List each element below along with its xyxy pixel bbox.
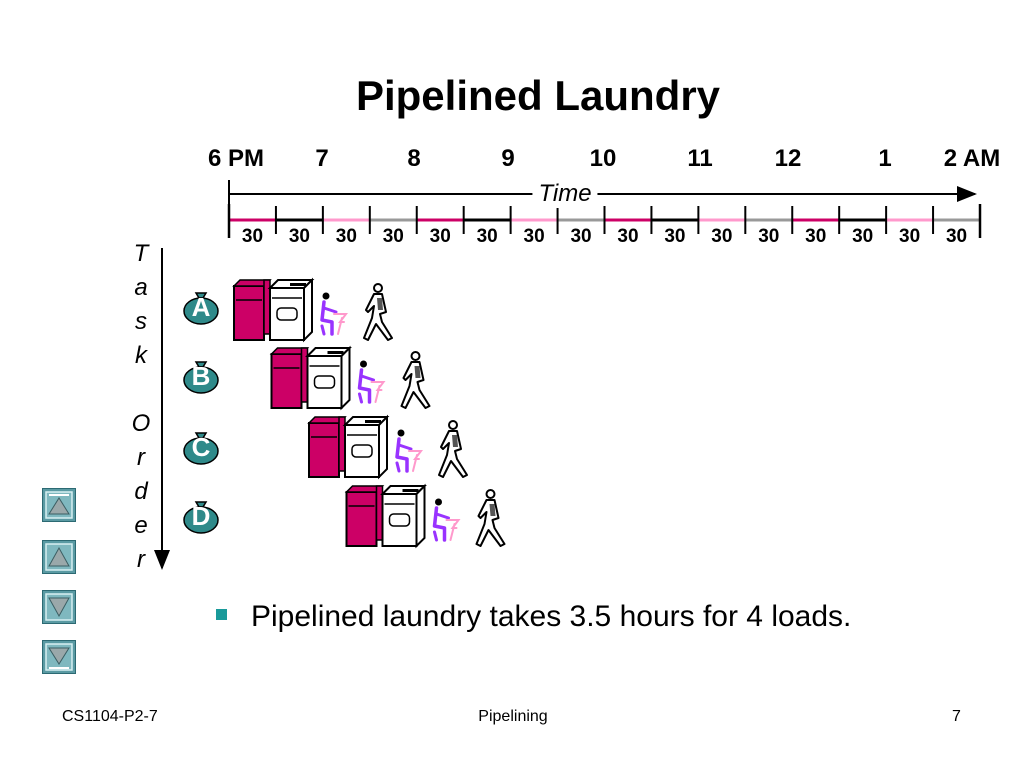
task-axis-letter: e	[134, 512, 148, 539]
task-axis-letter: T	[133, 240, 149, 267]
task-axis-letter: k	[135, 342, 147, 369]
segment-label: 30	[288, 226, 310, 247]
task-badge-b: B	[182, 357, 220, 400]
washer-icon	[344, 485, 385, 547]
task-badge-d: D	[182, 497, 220, 540]
hour-label: 12	[774, 145, 802, 172]
last-slide-icon	[45, 643, 73, 671]
task-axis-letter: d	[134, 478, 148, 505]
task-axis-letter: a	[134, 274, 148, 301]
time-axis-label: Time	[532, 180, 598, 208]
hour-label: 10	[589, 145, 617, 172]
task-axis-letter: s	[135, 308, 147, 335]
task-row-d	[344, 483, 506, 549]
footer-page-number: 7	[952, 708, 961, 725]
segment-label: 30	[382, 226, 404, 247]
slide-title: Pipelined Laundry	[355, 72, 721, 119]
task-label: D	[191, 501, 211, 531]
first-slide-button[interactable]	[42, 488, 76, 522]
segment-label: 30	[664, 226, 686, 247]
time-segments	[227, 204, 982, 238]
hour-label: 7	[315, 145, 329, 172]
task-badge-c: C	[182, 428, 220, 471]
segment-label: 30	[617, 226, 639, 247]
money-bag-icon	[183, 432, 219, 465]
hour-label: 6 PM	[207, 145, 265, 172]
walking-person-icon	[475, 489, 506, 547]
segment-label: 30	[805, 226, 827, 247]
task-axis-letter: O	[131, 410, 151, 437]
washer-icon	[232, 279, 272, 341]
segment-label: 30	[241, 226, 264, 247]
bullet-marker	[216, 609, 227, 620]
last-slide-button[interactable]	[42, 640, 76, 674]
footer-topic: Pipelining	[478, 708, 548, 725]
next-slide-button[interactable]	[42, 590, 76, 624]
dryer-icon	[342, 414, 390, 480]
bullet-text: Pipelined laundry takes 3.5 hours for 4 …	[251, 600, 852, 633]
money-bag-icon	[183, 292, 219, 325]
hour-label: 9	[501, 145, 515, 172]
walking-person-icon	[438, 420, 468, 478]
task-badge-a: A	[182, 288, 220, 331]
hour-label: 1	[878, 145, 892, 172]
task-label: C	[191, 432, 211, 462]
folding-person-icon	[395, 429, 423, 473]
segment-label: 30	[476, 226, 498, 247]
task-row-a	[232, 277, 393, 343]
segment-label: 30	[711, 226, 733, 247]
hour-label: 11	[687, 145, 713, 172]
dryer-icon	[267, 277, 315, 343]
washer-icon	[307, 416, 347, 478]
segment-label: 30	[570, 226, 592, 247]
dryer-icon	[380, 483, 427, 549]
first-slide-icon	[45, 491, 73, 519]
washer-icon	[269, 347, 310, 409]
segment-label: 30	[335, 226, 357, 247]
task-label: B	[191, 361, 211, 391]
walking-person-icon	[363, 283, 393, 341]
segment-label: 30	[429, 226, 451, 247]
task-row-c	[307, 414, 468, 480]
segment-label: 30	[899, 226, 921, 247]
hour-label: 2 AM	[943, 145, 1001, 172]
dryer-icon	[305, 345, 352, 411]
task-rows	[232, 277, 506, 549]
hour-label: 8	[407, 145, 421, 172]
task-label: A	[191, 292, 211, 322]
money-bag-icon	[183, 361, 219, 394]
segment-label: 30	[945, 226, 968, 247]
previous-slide-icon	[45, 543, 73, 571]
folding-person-icon	[320, 292, 348, 336]
task-row-b	[269, 345, 431, 411]
previous-slide-button[interactable]	[42, 540, 76, 574]
segment-label: 30	[758, 226, 780, 247]
money-bag-icon	[183, 501, 219, 534]
next-slide-icon	[45, 593, 73, 621]
footer-course-code: CS1104-P2-7	[62, 708, 158, 725]
task-axis-letter: r	[137, 546, 145, 573]
segment-label: 30	[852, 226, 874, 247]
walking-person-icon	[400, 351, 431, 409]
folding-person-icon	[432, 498, 461, 542]
folding-person-icon	[357, 360, 386, 404]
task-axis-letter: r	[137, 444, 145, 471]
segment-label: 30	[523, 226, 545, 247]
